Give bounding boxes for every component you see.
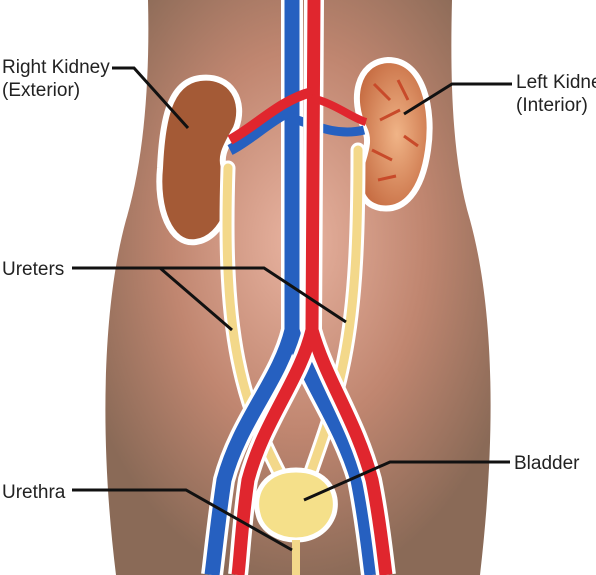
label-left-kidney-line2: (Interior)	[516, 95, 588, 116]
leader-left-kidney	[403, 82, 512, 116]
leader-lines	[72, 66, 512, 552]
label-right-kidney-line1: Right Kidney	[2, 57, 110, 78]
leader-urethra	[72, 488, 293, 552]
label-ureters: Ureters	[2, 259, 65, 280]
label-left-kidney: Left Kidney (Interior)	[516, 71, 596, 117]
label-right-kidney-line2: (Exterior)	[2, 80, 81, 101]
leader-bladder	[303, 460, 510, 502]
leader-right-kidney	[112, 66, 190, 130]
label-right-kidney: Right Kidney (Exterior)	[2, 56, 110, 102]
bladder	[254, 467, 338, 543]
artery	[227, 0, 396, 575]
leader-ureters-right	[160, 266, 347, 324]
label-urethra: Urethra	[2, 482, 66, 503]
left-kidney	[353, 56, 433, 212]
label-bladder: Bladder	[514, 453, 580, 474]
label-left-kidney-line1: Left Kidney	[516, 72, 596, 93]
